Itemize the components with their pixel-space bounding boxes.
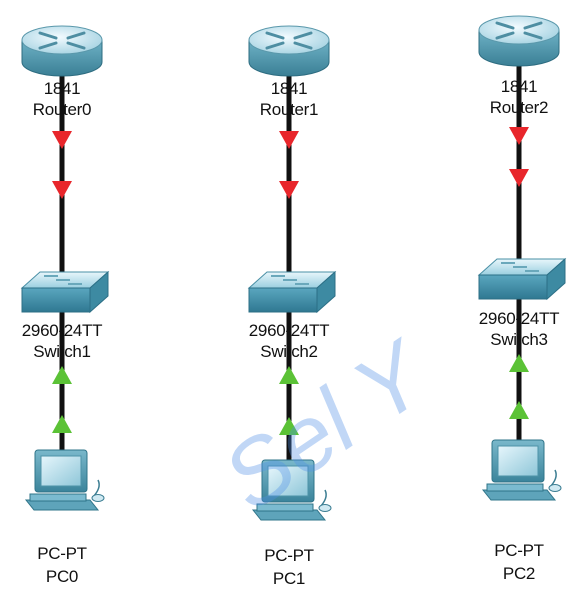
device-layer <box>20 14 566 521</box>
router-icon[interactable] <box>247 24 331 78</box>
link-down-indicator <box>279 181 299 199</box>
link-up-indicator <box>509 354 529 372</box>
cable-layer <box>59 54 522 466</box>
link-down-indicator <box>52 131 72 149</box>
switch-icon[interactable] <box>21 271 109 313</box>
link-up-indicator <box>52 415 72 433</box>
link-up-indicator <box>52 366 72 384</box>
link-up-indicator <box>279 417 299 435</box>
router-icon[interactable] <box>20 24 104 78</box>
switch-icon[interactable] <box>478 258 566 300</box>
pc-icon[interactable] <box>252 459 332 521</box>
pc-icon[interactable] <box>482 439 562 501</box>
link-down-indicator <box>52 181 72 199</box>
link-up-indicator <box>509 401 529 419</box>
switch-icon[interactable] <box>248 271 336 313</box>
link-up-indicator <box>279 366 299 384</box>
link-down-indicator <box>509 169 529 187</box>
pc-icon[interactable] <box>25 449 105 511</box>
link-down-indicator <box>279 131 299 149</box>
router-icon[interactable] <box>477 14 561 68</box>
link-down-indicator <box>509 127 529 145</box>
